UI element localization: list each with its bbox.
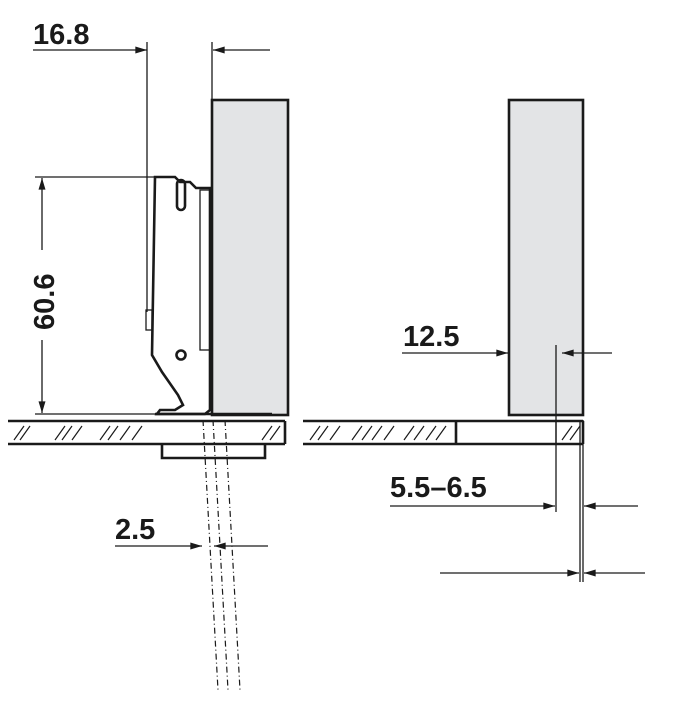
left-view: 16.8 60.6 2.5	[8, 19, 290, 691]
cabinet-side-right	[303, 419, 585, 446]
door-panel-right	[507, 98, 585, 417]
cabinet-side-left	[8, 419, 287, 460]
door-panel-left	[210, 98, 290, 417]
right-view: 12.5 5.5–6.5	[303, 98, 645, 582]
hinge-cup	[160, 444, 267, 460]
dimension-5-5-6-5-label: 5.5–6.5	[390, 472, 487, 504]
dimension-12-5-label: 12.5	[403, 321, 459, 353]
hinge-arm	[145, 175, 272, 416]
dimension-16-8-label: 16.8	[33, 19, 89, 51]
dimension-2-5-label: 2.5	[115, 514, 155, 546]
dimension-60-6-label: 60.6	[29, 274, 61, 330]
